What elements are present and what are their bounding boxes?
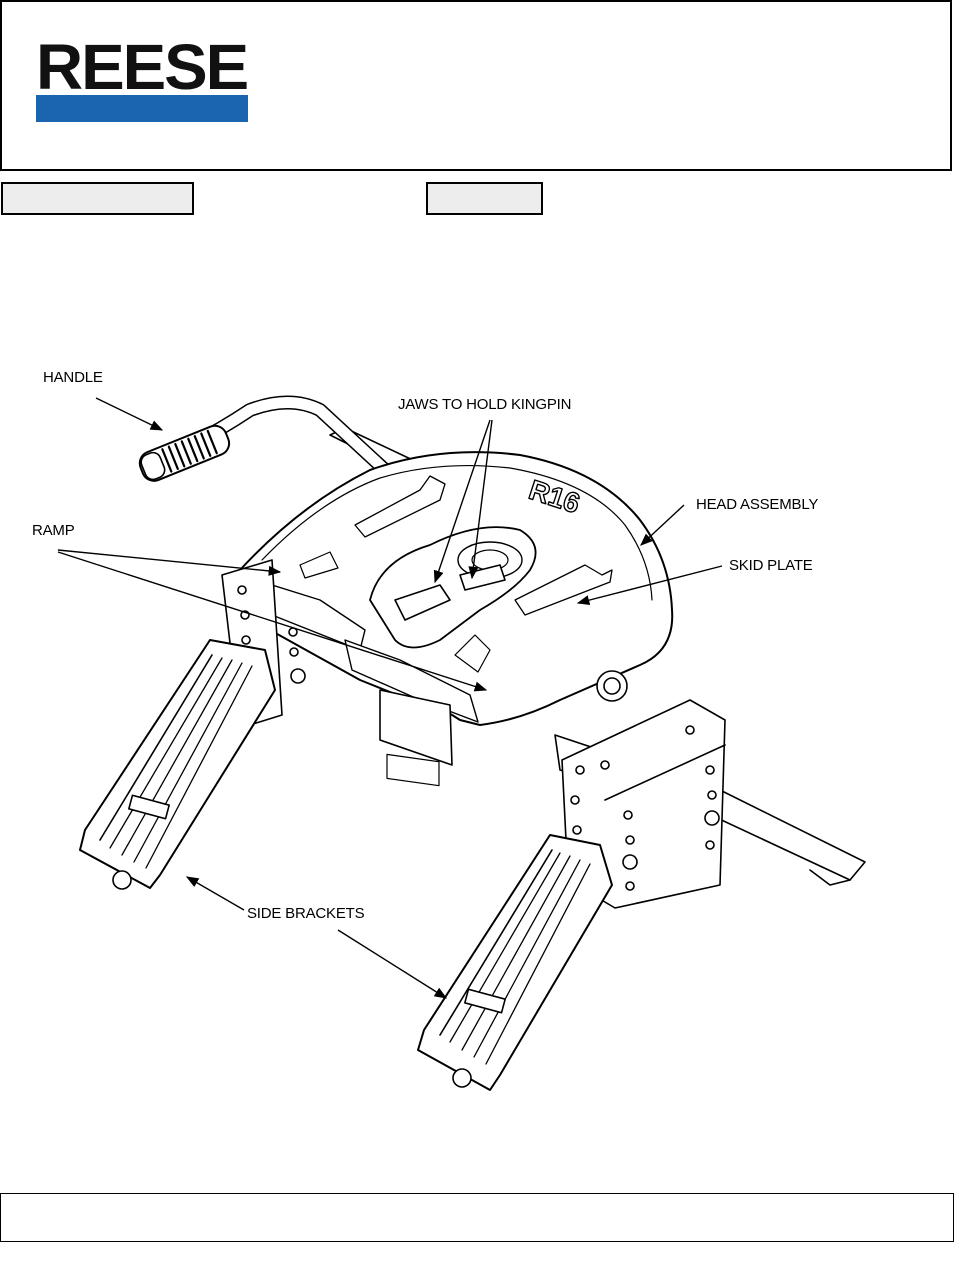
footer-box bbox=[0, 1193, 954, 1242]
handle-drawing bbox=[138, 395, 392, 482]
head-assembly-label: HEAD ASSEMBLY bbox=[696, 496, 819, 513]
jaws-arrow-right bbox=[468, 419, 493, 580]
header-box: REESE bbox=[0, 0, 952, 171]
jaws-label: JAWS TO HOLD KINGPIN bbox=[398, 396, 572, 413]
logo-wordmark: REESE bbox=[36, 31, 249, 103]
ramp-arrow-lower bbox=[57, 551, 488, 692]
revision-field bbox=[426, 182, 543, 215]
side-brackets-arrow-left bbox=[185, 876, 245, 911]
skid-plate-arrow bbox=[576, 565, 723, 606]
handle-grip bbox=[138, 424, 231, 482]
right-side-bracket bbox=[417, 834, 613, 1091]
side-brackets-arrow-right bbox=[337, 929, 448, 999]
ramp-label: RAMP bbox=[32, 522, 75, 539]
side-brackets-label: SIDE BRACKETS bbox=[247, 905, 365, 922]
leader-arrows bbox=[57, 397, 723, 999]
head-assembly-drawing: R16 bbox=[235, 451, 674, 787]
ramp-arrow-upper bbox=[57, 549, 282, 576]
logo-blue-bar bbox=[36, 95, 248, 122]
handle-arrow bbox=[95, 397, 164, 431]
left-side-bracket bbox=[79, 639, 276, 890]
handle-label: HANDLE bbox=[43, 369, 103, 386]
model-field bbox=[1, 182, 194, 215]
reese-logo: REESE bbox=[36, 35, 249, 122]
head-assembly-arrow bbox=[640, 504, 685, 546]
skid-plate-label: SKID PLATE bbox=[729, 557, 813, 574]
jaws-arrow-left bbox=[433, 419, 491, 584]
